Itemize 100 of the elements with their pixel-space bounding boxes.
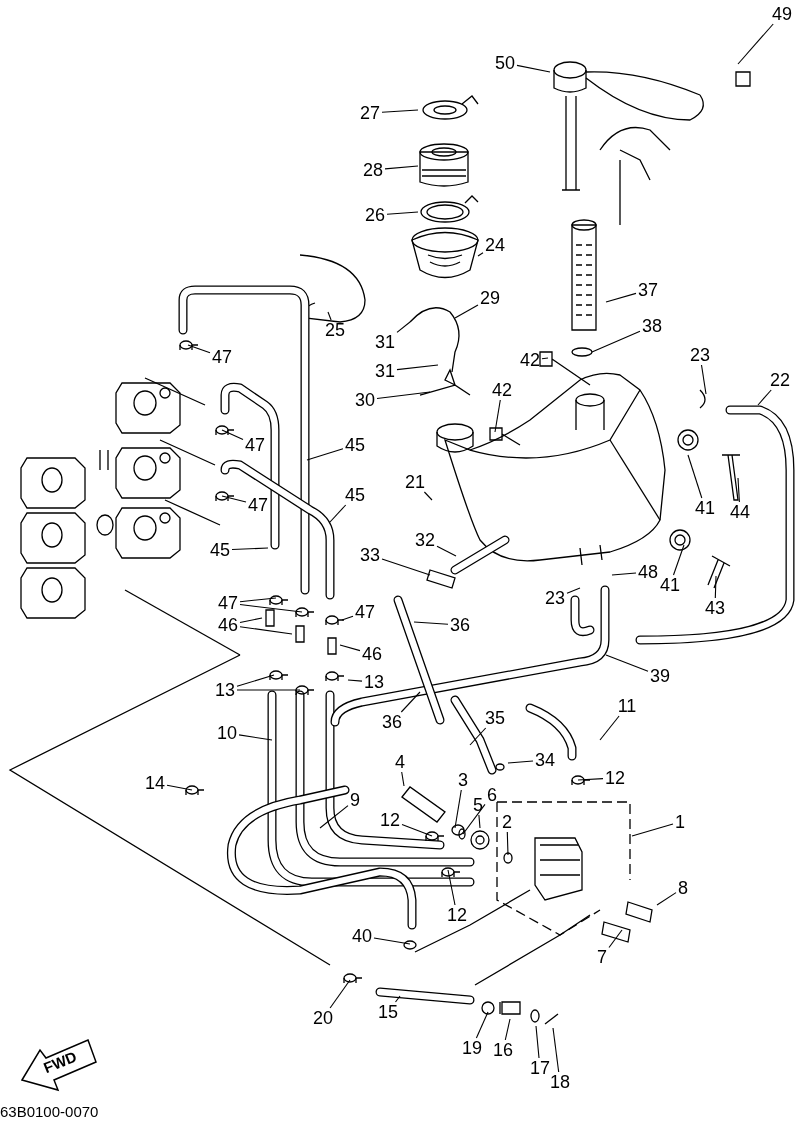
callout-number: 26	[365, 206, 385, 224]
callout-number: 11	[617, 697, 637, 715]
leader-line	[329, 504, 347, 523]
leader-line	[541, 357, 549, 360]
leader-line	[478, 814, 481, 829]
leader-line	[401, 771, 405, 787]
direction-label: FWD	[41, 1047, 79, 1077]
callout-number: 42	[492, 381, 512, 399]
leader-line	[737, 477, 740, 503]
callout-number: 43	[705, 599, 725, 617]
callout-number: 17	[530, 1059, 550, 1077]
leader-line	[329, 979, 351, 1009]
callout-number: 45	[345, 436, 365, 454]
callout-number: 14	[145, 774, 165, 792]
callout-number: 28	[363, 161, 383, 179]
leader-line	[672, 544, 685, 576]
callout-number: 46	[218, 616, 238, 634]
leader-line	[605, 654, 649, 672]
callout-number: 41	[695, 499, 715, 517]
callout-number: 36	[382, 713, 402, 731]
leader-line	[516, 64, 551, 73]
leader-line	[631, 823, 674, 837]
leader-line	[236, 689, 301, 691]
callout-number: 1	[675, 813, 685, 831]
leader-line	[221, 429, 244, 441]
leader-line	[306, 448, 344, 461]
callout-number: 39	[650, 667, 670, 685]
callout-number: 16	[493, 1041, 513, 1059]
leader-line	[447, 869, 456, 906]
callout-number: 44	[730, 503, 750, 521]
leader-line	[535, 1025, 540, 1059]
leader-line	[239, 597, 277, 603]
callout-number: 27	[360, 104, 380, 122]
leader-line	[507, 760, 534, 764]
callout-number: 25	[325, 321, 345, 339]
leader-line	[236, 674, 275, 687]
leader-line	[381, 558, 431, 576]
leader-line	[436, 545, 457, 557]
callout-number: 34	[535, 751, 555, 769]
leader-line	[239, 617, 263, 624]
part-code-label: 63B0100-0070	[0, 1103, 99, 1120]
leader-line	[400, 691, 421, 713]
leader-line	[577, 778, 604, 781]
leader-line	[221, 495, 247, 503]
callout-number: 19	[462, 1039, 482, 1057]
leader-line	[737, 23, 774, 65]
callout-number: 8	[678, 879, 688, 897]
leader-line	[239, 626, 293, 635]
callout-number: 18	[550, 1073, 570, 1091]
callout-number: 20	[313, 1009, 333, 1027]
callout-number: 24	[485, 236, 505, 254]
callout-number: 12	[447, 906, 467, 924]
callout-number: 49	[772, 5, 792, 23]
callout-number: 12	[380, 811, 400, 829]
callout-number: 31	[375, 362, 395, 380]
callout-number: 7	[597, 948, 607, 966]
leader-line	[187, 344, 211, 354]
callout-number: 23	[690, 346, 710, 364]
callout-number: 38	[642, 317, 662, 335]
callout-number: 36	[450, 616, 470, 634]
leader-line	[376, 391, 431, 400]
leader-line	[347, 679, 363, 682]
callout-number: 47	[245, 436, 265, 454]
callout-number: 45	[210, 541, 230, 559]
callout-number: 21	[405, 473, 425, 491]
leader-line	[454, 304, 479, 319]
callout-number: 31	[375, 333, 395, 351]
callout-number: 47	[212, 348, 232, 366]
callout-number: 10	[217, 724, 237, 742]
leader-line	[386, 211, 419, 215]
leader-line	[552, 1027, 560, 1073]
leader-line	[591, 330, 641, 353]
leader-line	[373, 937, 411, 945]
leader-line	[413, 621, 449, 625]
leader-line	[401, 824, 433, 837]
callout-number: 3	[458, 771, 468, 789]
leader-line	[687, 454, 703, 499]
leader-line	[494, 399, 501, 433]
callout-number: 40	[352, 927, 372, 945]
leader-line	[384, 165, 419, 170]
leader-line	[454, 789, 462, 829]
callout-number: 47	[248, 496, 268, 514]
leader-line	[475, 1011, 489, 1039]
callout-number: 41	[660, 576, 680, 594]
leader-line	[341, 615, 354, 621]
callout-number: 32	[415, 531, 435, 549]
leader-line	[605, 292, 637, 303]
callout-number: 47	[355, 603, 375, 621]
leader-line	[608, 929, 623, 949]
callout-number: 46	[362, 645, 382, 663]
callout-number: 5	[473, 796, 483, 814]
callout-number: 35	[485, 709, 505, 727]
leader-line	[166, 784, 193, 791]
callout-number: 47	[218, 594, 238, 612]
leader-line	[469, 727, 487, 746]
callout-number: 33	[360, 546, 380, 564]
callout-number: 29	[480, 289, 500, 307]
leader-line	[381, 109, 419, 113]
leader-line	[599, 715, 620, 741]
leader-line	[504, 1018, 511, 1041]
